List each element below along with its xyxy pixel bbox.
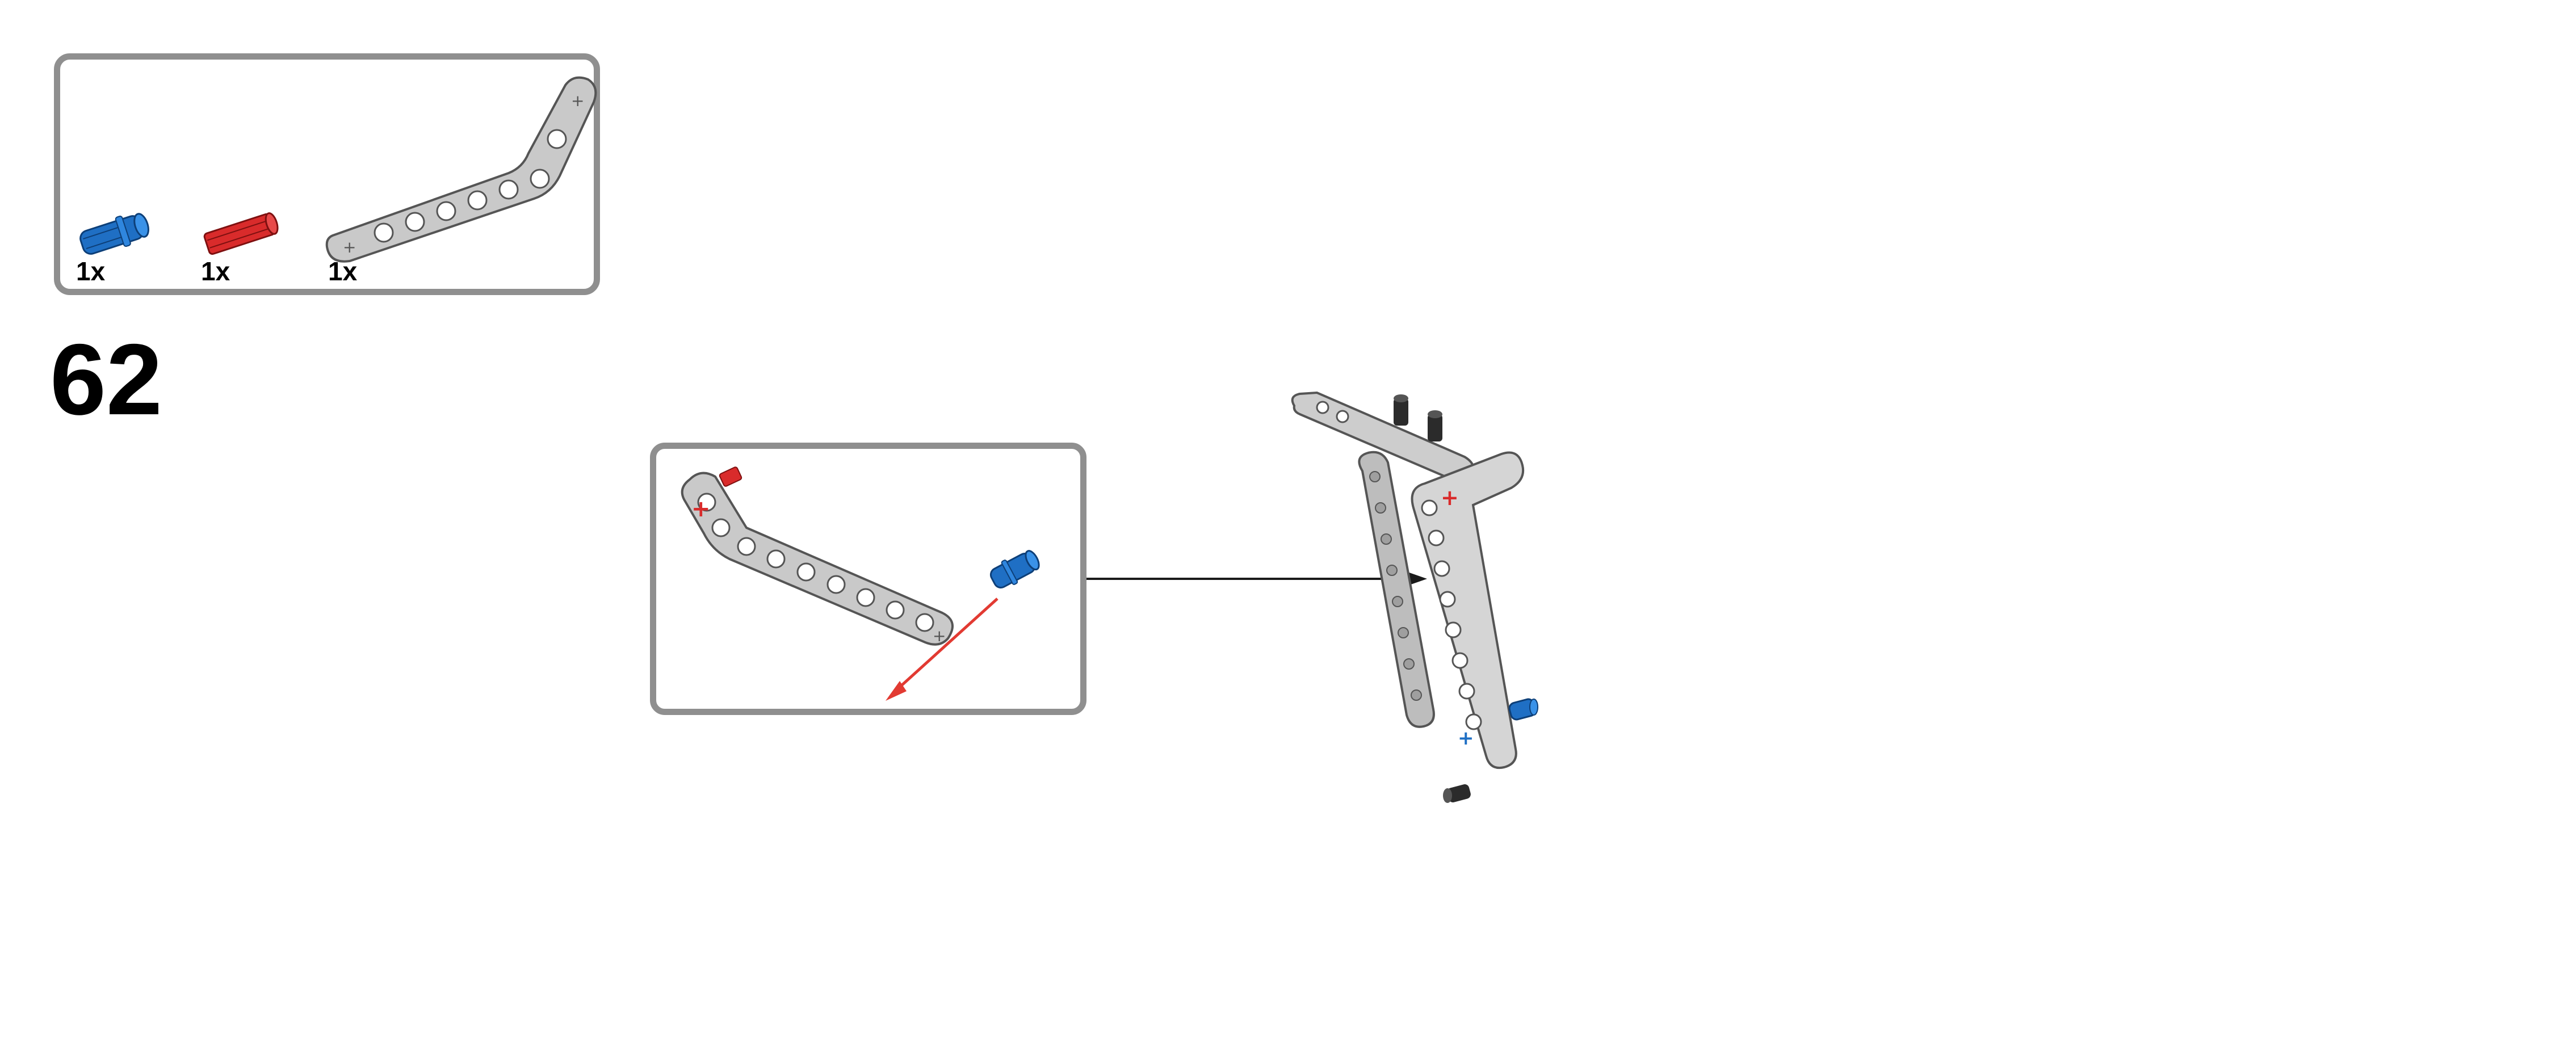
black-pin-icon bbox=[1443, 784, 1471, 803]
insertion-arrow bbox=[886, 598, 998, 701]
svg-text:+: + bbox=[1458, 727, 1474, 750]
svg-text:+: + bbox=[343, 238, 356, 256]
blue-axle-pin-icon bbox=[989, 550, 1040, 588]
parts-list-callout: 1x 1x + + 1x bbox=[54, 53, 600, 295]
svg-text:+: + bbox=[571, 91, 584, 110]
blue-axle-pin-icon bbox=[79, 213, 149, 255]
subassembly-illustration: + + bbox=[681, 466, 1040, 701]
red-axle-icon bbox=[203, 212, 279, 255]
svg-text:+: + bbox=[933, 626, 946, 645]
step-number: 62 bbox=[50, 323, 162, 436]
red-axle-icon bbox=[719, 466, 742, 487]
subassembly-callout: + + bbox=[650, 443, 1086, 715]
bent-beam-icon: + + bbox=[325, 76, 597, 263]
black-pin-icon bbox=[1394, 394, 1442, 441]
quantity-label-bent-beam: 1x bbox=[328, 256, 358, 286]
red-cross-marker: + bbox=[691, 496, 711, 522]
red-cross-marker: + bbox=[1441, 485, 1459, 510]
quantity-label-red-axle: 1x bbox=[201, 256, 230, 286]
quantity-label-blue-pin: 1x bbox=[76, 256, 106, 286]
main-assembly-illustration: + + bbox=[1291, 391, 1538, 803]
blue-axle-pin-icon: + bbox=[1458, 698, 1538, 750]
